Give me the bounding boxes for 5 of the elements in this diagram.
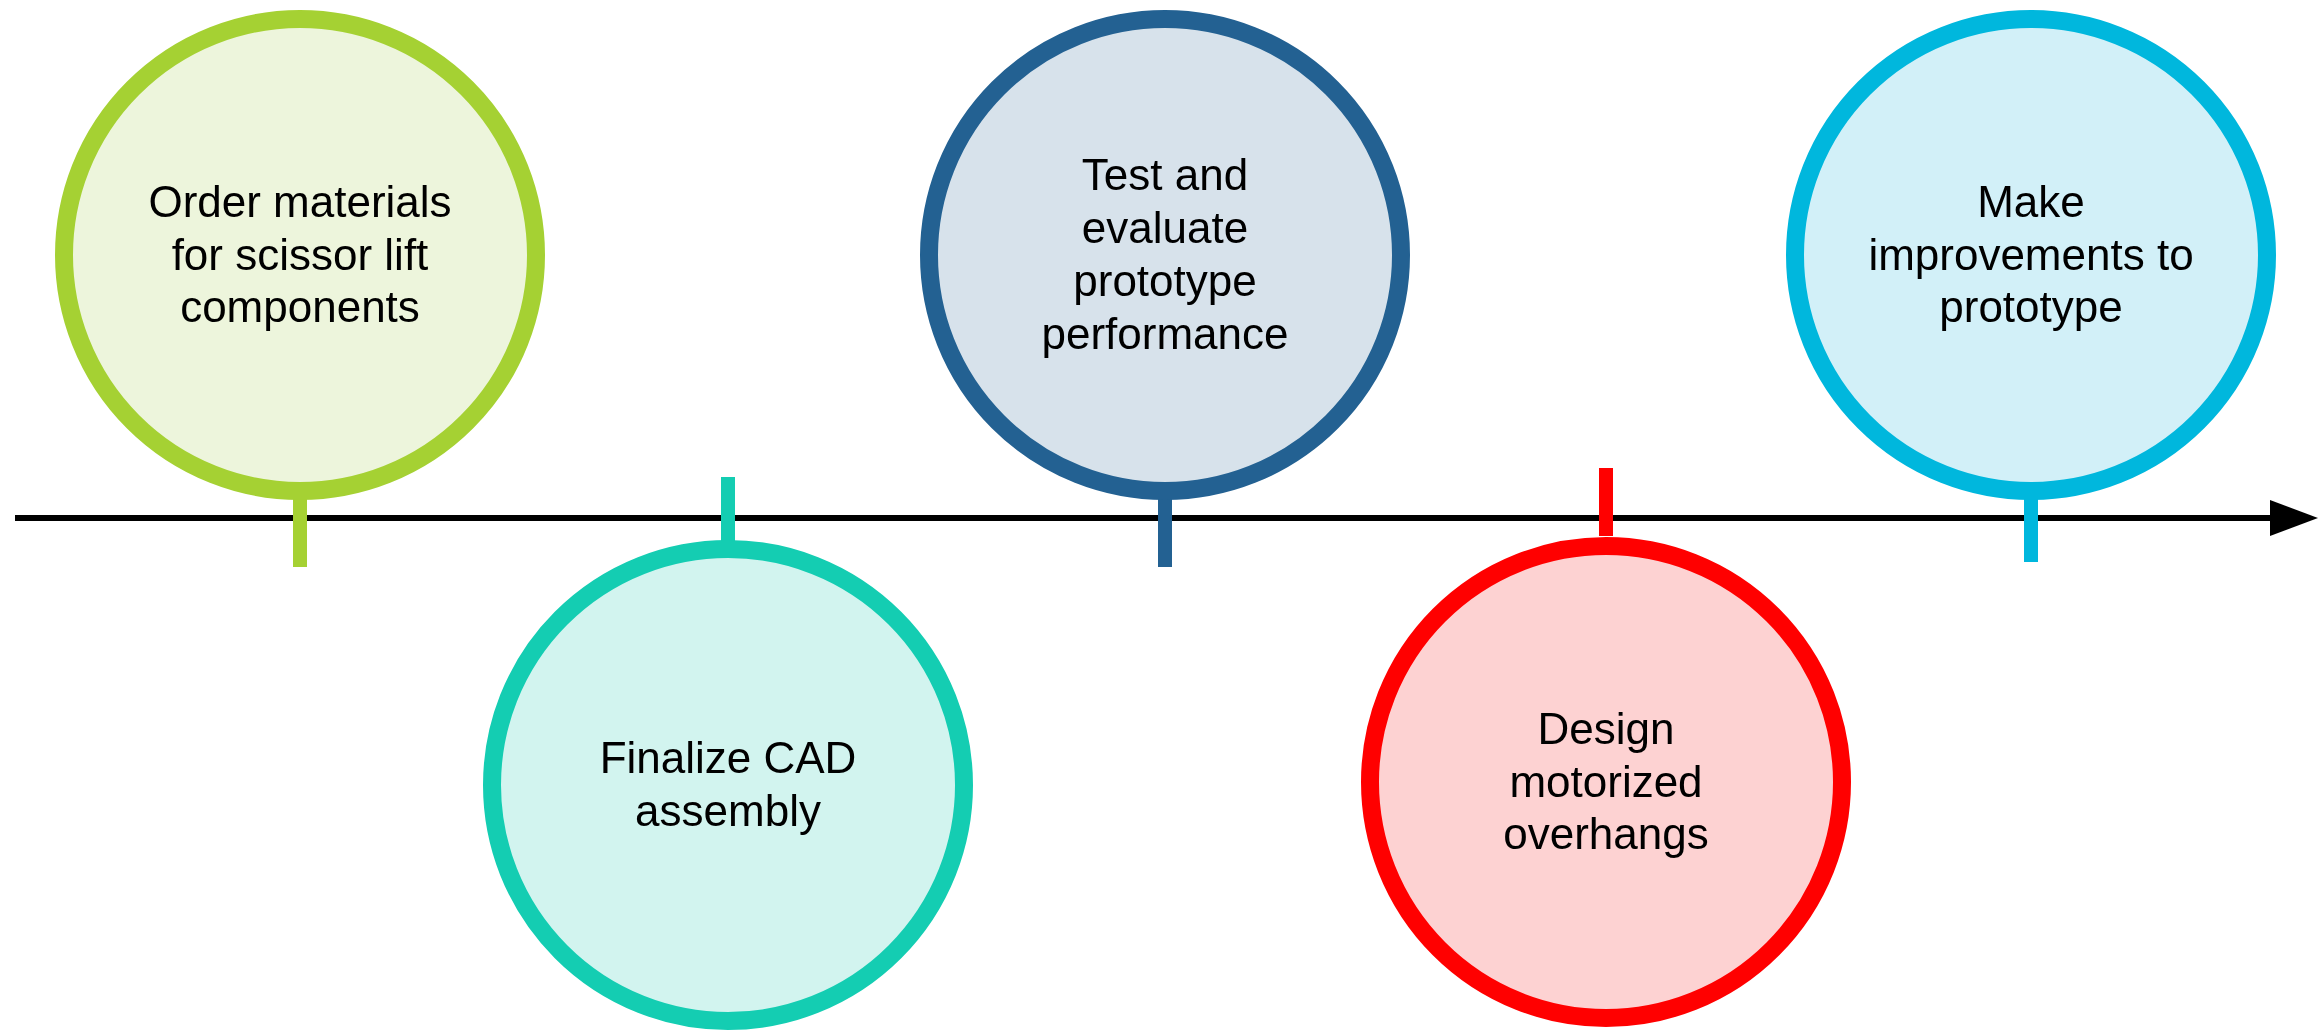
milestone-text: Test and evaluate prototype performance [1040, 149, 1290, 360]
milestone-text: Make improvements to prototype [1867, 175, 2195, 334]
milestone-text: Finalize CAD assembly [598, 732, 858, 837]
milestone-text: Order materials for scissor lift components [147, 175, 453, 334]
milestone-text: Design motorized overhangs [1502, 702, 1710, 861]
